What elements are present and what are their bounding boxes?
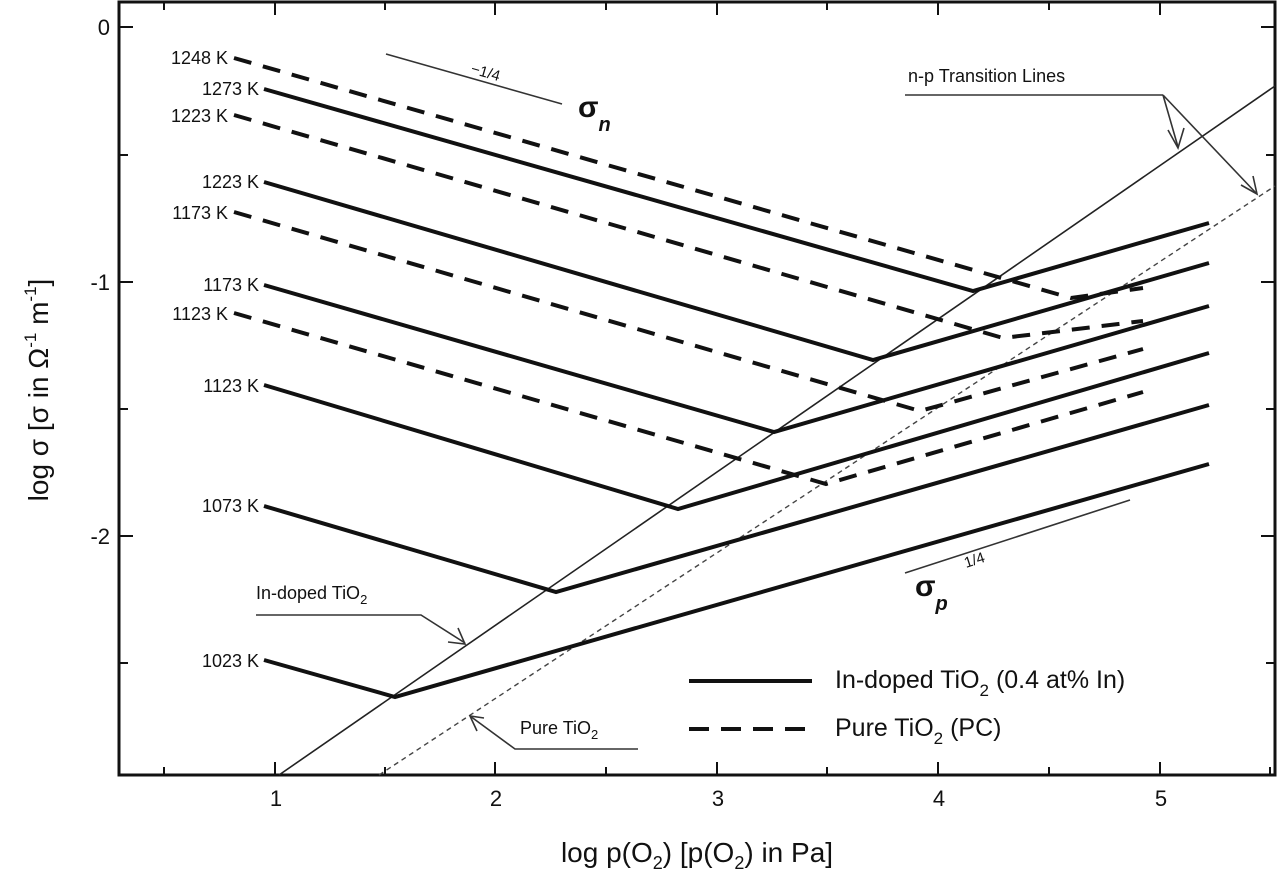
pure-line-annotation: Pure TiO2 bbox=[468, 714, 638, 750]
pure-line-label: Pure TiO2 bbox=[520, 718, 598, 742]
series-in-doped-1023K bbox=[263, 462, 1210, 700]
x-tick-label: 5 bbox=[1155, 786, 1167, 811]
label-pure-1173K: 1173 K bbox=[172, 203, 228, 223]
x-tick-label: 3 bbox=[712, 786, 724, 811]
y-tick-label: -1 bbox=[90, 270, 110, 295]
x-tick-label: 2 bbox=[490, 786, 502, 811]
label-in-doped-1073K: 1073 K bbox=[202, 496, 259, 516]
series-pure-1123K bbox=[233, 311, 1144, 487]
label-in-doped-1023K: 1023 K bbox=[202, 651, 259, 671]
x-axis-ticks bbox=[163, 2, 1271, 775]
series-in-doped-1273K bbox=[263, 87, 1210, 294]
x-axis-title: log p(O2) [p(O2) in Pa] bbox=[561, 837, 833, 873]
sigma-n-symbol: σn bbox=[578, 91, 611, 136]
temperature-labels: 1248 K 1273 K 1223 K 1223 K 1173 K 1173 … bbox=[171, 48, 259, 671]
arrow-head-icon bbox=[447, 627, 467, 645]
in-doped-line-label: In-doped TiO2 bbox=[256, 583, 367, 607]
y-tick-labels: 0 -1 -2 bbox=[90, 15, 110, 549]
sigma-n-slope: −1/4 bbox=[469, 61, 502, 86]
np-transition-annotation: n-p Transition Lines bbox=[905, 66, 1259, 196]
label-pure-1123K: 1123 K bbox=[172, 304, 228, 324]
x-tick-label: 4 bbox=[933, 786, 945, 811]
legend-solid-label: In-doped TiO2 (0.4 at% In) bbox=[835, 666, 1125, 700]
series-pure-1173K bbox=[233, 210, 1144, 414]
series-in-doped-1223K bbox=[263, 180, 1210, 363]
label-pure-1223K: 1223 K bbox=[171, 106, 228, 126]
x-tick-label: 1 bbox=[270, 786, 282, 811]
in-doped-series bbox=[263, 87, 1210, 700]
arrow-head-icon bbox=[1240, 175, 1259, 196]
label-in-doped-1123K: 1123 K bbox=[203, 376, 259, 396]
sigma-p-annotation: 1/4 σp bbox=[904, 499, 1131, 615]
series-in-doped-1173K bbox=[263, 283, 1210, 435]
np-transition-label: n-p Transition Lines bbox=[908, 66, 1065, 86]
plot-frame bbox=[117, 0, 1277, 777]
y-axis-title: log σ [σ in Ω-1 m-1] bbox=[21, 279, 54, 502]
y-tick-label: 0 bbox=[98, 15, 110, 40]
series-in-doped-1073K bbox=[263, 403, 1210, 595]
label-in-doped-1173K: 1173 K bbox=[203, 275, 259, 295]
arrow-head-icon bbox=[468, 714, 485, 732]
sigma-p-slope: 1/4 bbox=[962, 549, 987, 572]
legend: In-doped TiO2 (0.4 at% In) Pure TiO2 (PC… bbox=[689, 666, 1125, 748]
arrow-head-icon bbox=[1167, 127, 1185, 151]
sigma-n-annotation: −1/4 σn bbox=[385, 53, 611, 136]
pure-series bbox=[233, 56, 1144, 487]
y-tick-label: -2 bbox=[90, 524, 110, 549]
np-transition-line-pure bbox=[378, 185, 1276, 776]
sigma-p-symbol: σp bbox=[915, 570, 948, 615]
y-axis-ticks bbox=[119, 26, 1275, 664]
label-in-doped-1273K: 1273 K bbox=[202, 79, 259, 99]
label-in-doped-1223K: 1223 K bbox=[202, 172, 259, 192]
x-tick-labels: 1 2 3 4 5 bbox=[270, 786, 1167, 811]
series-pure-1248K bbox=[233, 56, 1144, 301]
in-doped-line-annotation: In-doped TiO2 bbox=[256, 583, 467, 645]
series-in-doped-1123K bbox=[263, 351, 1210, 512]
legend-dashed-label: Pure TiO2 (PC) bbox=[835, 714, 1001, 748]
label-pure-1248K: 1248 K bbox=[171, 48, 228, 68]
